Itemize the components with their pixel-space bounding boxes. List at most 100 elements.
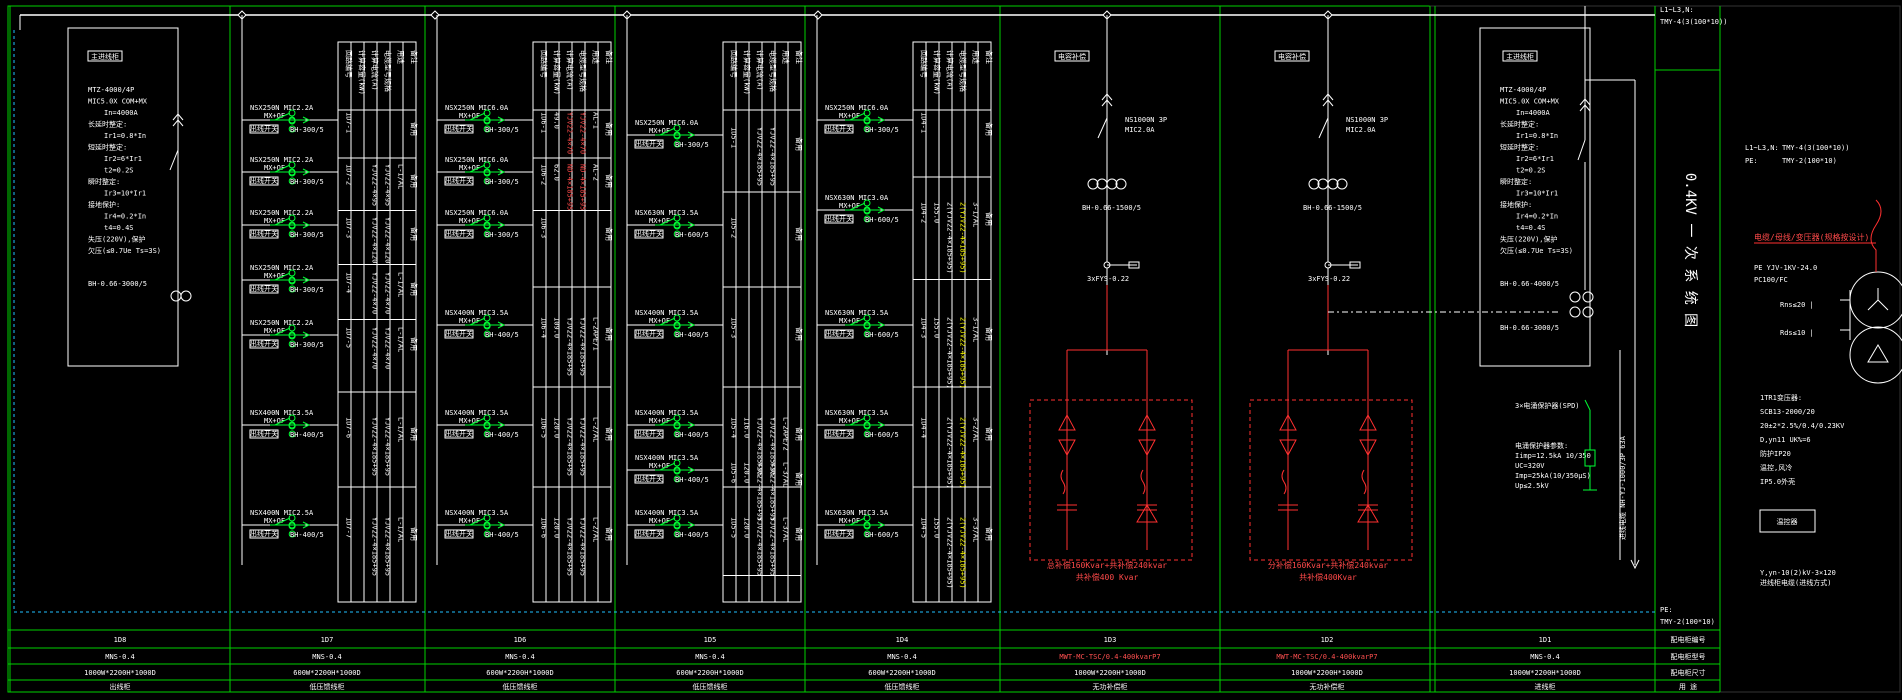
ct-icon xyxy=(288,414,296,422)
panel-use: 无功补偿柜 xyxy=(1310,682,1345,691)
ct-icon xyxy=(863,430,871,438)
breaker-blade xyxy=(274,164,291,173)
cap-switch: NS1000N 3P xyxy=(1125,116,1167,124)
cell-current: ND-4×185+95 xyxy=(566,164,574,210)
table-header: 电缆型号规格 xyxy=(769,50,778,92)
breaker-rating: NSX250N MIC6.0A xyxy=(825,104,889,112)
arrow-icon xyxy=(687,466,696,474)
incomer-setting: Ir4=0.2*In xyxy=(104,213,146,221)
ct-icon xyxy=(673,214,681,222)
thyristor-icon xyxy=(1138,413,1156,457)
arrow-icon xyxy=(302,168,311,176)
incomer-setting: Ir4=0.2*In xyxy=(1516,213,1558,221)
ct-icon xyxy=(288,514,296,522)
cell-cable: YJV22-4×185+95 xyxy=(384,517,392,576)
thyristor-icon xyxy=(1058,413,1076,457)
cell-cable: 2(YJV22-4×185+95) xyxy=(959,517,967,589)
cap-module-box xyxy=(1029,399,1193,561)
breaker-blade xyxy=(469,517,486,526)
cell-cable: YJV22-4×95 xyxy=(384,164,392,206)
cell-circuit-no: 1D6-2 xyxy=(540,164,548,185)
circuit-tag: 出线开关 xyxy=(635,429,663,438)
arrow-icon xyxy=(877,116,886,124)
circuit-tag-box xyxy=(249,229,279,239)
incomer-ct: BH-0.66-3000/5 xyxy=(1500,324,1559,332)
circuit-tag-box xyxy=(444,176,474,186)
ct-rating: BH-400/5 xyxy=(485,331,519,339)
arrow-icon xyxy=(497,521,506,529)
cap-switch: NS1000N 3P xyxy=(1346,116,1388,124)
breaker-blade xyxy=(1577,139,1586,161)
cap-fuse: 3xFYS-0.22 xyxy=(1308,275,1350,283)
incomer-setting: 接地保护: xyxy=(1500,200,1532,209)
cell-kw: 120.0 xyxy=(743,517,751,538)
table-header: 用途 xyxy=(592,50,601,64)
circuit-tag-box xyxy=(634,139,664,149)
cell-kw: 49.0 xyxy=(553,112,561,129)
breaker-accessory: MX+OF xyxy=(839,317,860,325)
incomer-setting: In=4000A xyxy=(104,109,139,117)
ct-rating: BH-300/5 xyxy=(485,231,519,239)
ct-icon xyxy=(1582,291,1594,303)
cell-circuit-no: 1D6-4 xyxy=(540,317,548,338)
breaker-blade xyxy=(849,112,866,121)
incomer-setting: 瞬时整定: xyxy=(1500,177,1532,186)
cell-use: L-3/AL xyxy=(782,462,790,487)
circuit-tag-box xyxy=(249,529,279,539)
cell-cable: YJV22-4×185+95 xyxy=(769,127,777,186)
circuit-tag-box xyxy=(249,124,279,134)
cell-current: YJV22-4×70 xyxy=(566,112,574,154)
cell-remark: 备用 xyxy=(795,472,804,486)
cell-remark: 备用 xyxy=(605,122,614,136)
spd-title: 3×电涌保护器(SPD) xyxy=(1515,401,1580,410)
bus-spec: L1~L3,N: xyxy=(1660,6,1694,14)
breaker-accessory: MX+OF xyxy=(264,112,285,120)
arrow-icon xyxy=(687,131,696,139)
incomer-setting: t4=0.4S xyxy=(1516,224,1546,232)
cell-cable: YJV22-4×185+95 xyxy=(769,517,777,576)
table-header: 备注 xyxy=(410,50,419,64)
panel-use: 无功补偿柜 xyxy=(1093,682,1128,691)
circuit-tag: 出线开关 xyxy=(250,176,278,185)
cap-ct: BH-0.66-1500/5 xyxy=(1082,204,1141,212)
table-header: 备注 xyxy=(795,50,804,64)
legend-bottom: 进线柜电缆(进线方式) xyxy=(1760,578,1831,587)
cell-circuit-no: 1D4-4 xyxy=(920,417,928,438)
circuit-tag-box xyxy=(824,529,854,539)
arrow-icon xyxy=(302,116,311,124)
cell-use: L-1/AL xyxy=(397,517,405,542)
incomer-setting: MIC5.0X COM+MX xyxy=(1500,98,1560,106)
cell-circuit-no: 1D7-5 xyxy=(345,327,353,348)
cell-current: YJV22-4×185+95 xyxy=(756,517,764,576)
cell-cable: YJV22-4×70 xyxy=(384,327,392,369)
transformer-winding-icon xyxy=(1849,326,1902,384)
circuit-tag: 出线开关 xyxy=(250,284,278,293)
cell-current: 2(YJV22-4×185+95) xyxy=(946,202,954,274)
breaker-blade xyxy=(469,164,486,173)
cell-cable: YJV22-4×120 xyxy=(384,217,392,263)
delta-icon xyxy=(1867,344,1889,363)
ct-icon xyxy=(483,230,491,238)
ct-rating: BH-300/5 xyxy=(485,126,519,134)
ct-icon xyxy=(863,125,871,133)
circuit-tag: 出线开关 xyxy=(635,139,663,148)
arrow-icon xyxy=(302,221,311,229)
cap-note: 总补偿160Kvar+共补偿240kvar xyxy=(1047,560,1167,570)
ct-icon xyxy=(180,290,192,302)
ct-icon xyxy=(483,125,491,133)
breaker-rating: NSX250N MIC2.2A xyxy=(250,209,314,217)
arrow-icon xyxy=(687,521,696,529)
table-header: 备注 xyxy=(605,50,614,64)
breaker-accessory: MX+OF xyxy=(649,317,670,325)
cell-use: 3-3/AL xyxy=(972,517,980,542)
cap-tag: 电容补偿 xyxy=(1058,52,1086,61)
cell-circuit-no: 1D6-6 xyxy=(540,517,548,538)
panel-model: MNS-0.4 xyxy=(105,653,135,661)
panel-use: 进线柜 xyxy=(1535,682,1556,691)
panel-size: 600W*2200H*1000D xyxy=(676,669,743,677)
breaker-rating: NSX630N MIC3.5A xyxy=(825,409,889,417)
ct-rating: BH-300/5 xyxy=(290,126,324,134)
breaker-accessory: MX+OF xyxy=(839,517,860,525)
panel-size: 1000W*2200H*1000D xyxy=(84,669,156,677)
ct-icon xyxy=(288,430,296,438)
